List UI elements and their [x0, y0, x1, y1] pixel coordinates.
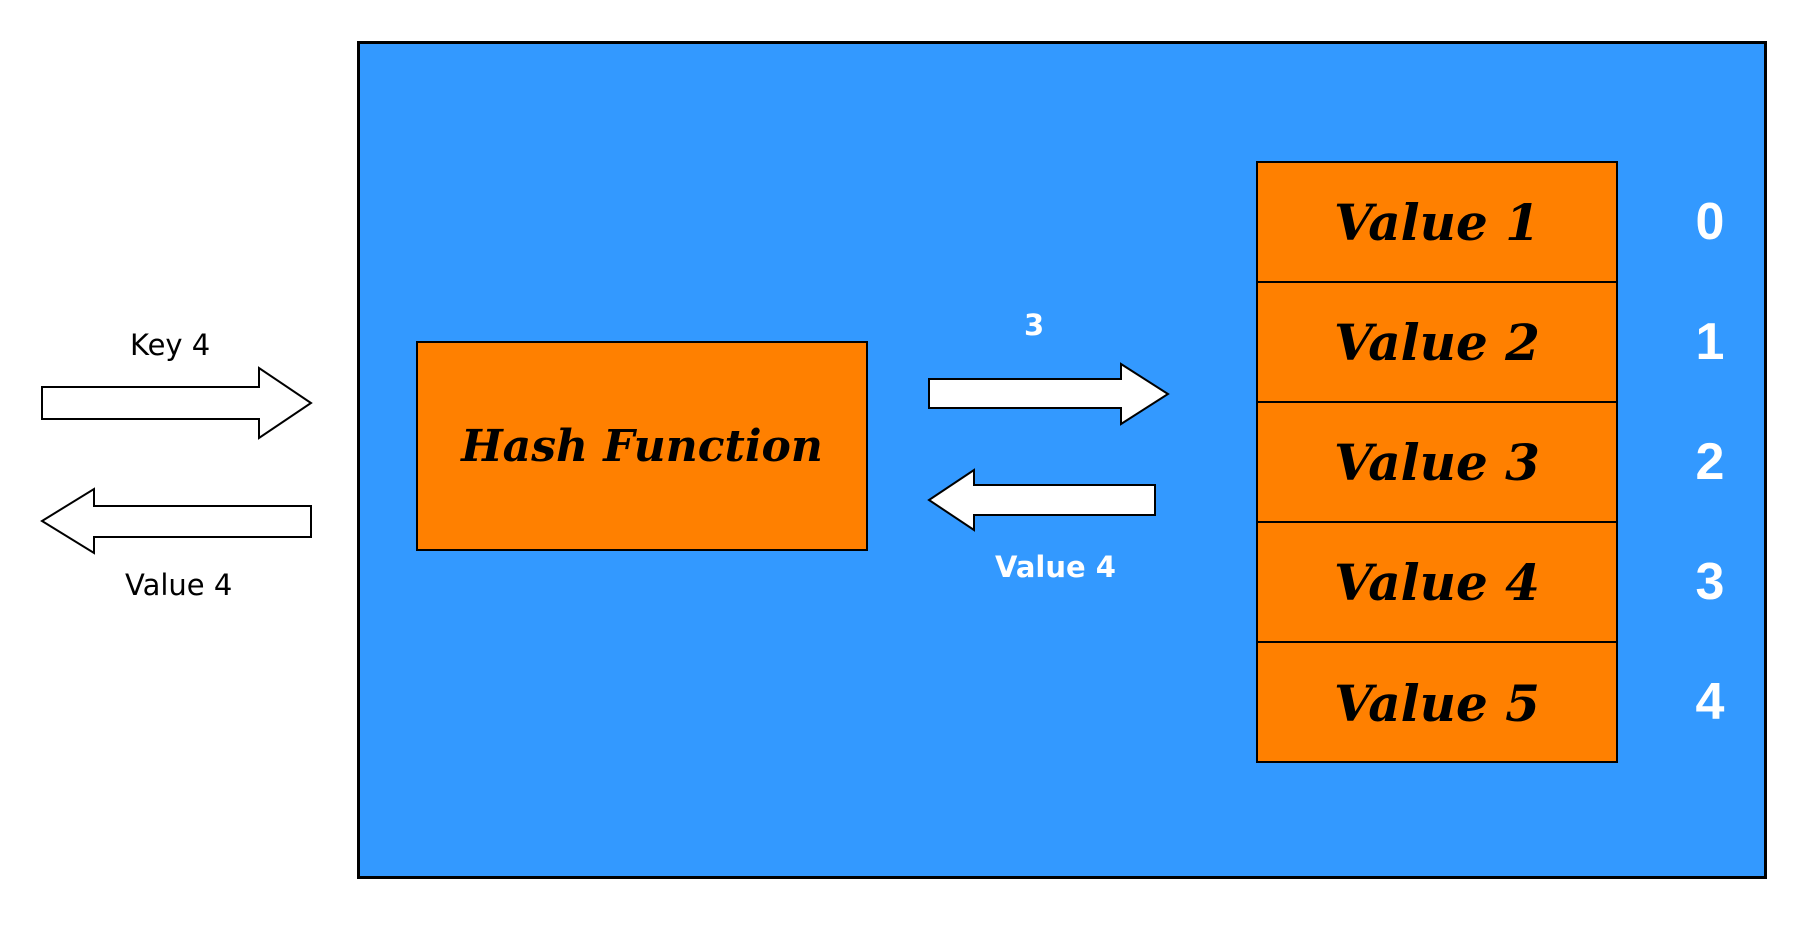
returned-value-label: Value 4 [995, 550, 1116, 584]
bucket-index: 4 [1695, 673, 1725, 731]
key-label: Key 4 [130, 328, 211, 362]
bucket-value: Value 4 [1334, 552, 1540, 612]
bucket-slot: Value 5 [1258, 643, 1616, 763]
returned-value-arrow [927, 468, 1156, 532]
index-arrow [928, 362, 1170, 426]
bucket-index: 2 [1695, 433, 1725, 491]
bucket-value: Value 2 [1334, 312, 1540, 372]
bucket-index: 1 [1695, 313, 1725, 371]
hash-function-label: Hash Function [461, 420, 823, 472]
bucket-index: 3 [1695, 553, 1725, 611]
value-output-arrow [40, 487, 312, 555]
bucket-slot: Value 4 [1258, 523, 1616, 643]
computed-index-label: 3 [1024, 308, 1045, 342]
bucket-value: Value 5 [1334, 673, 1540, 733]
bucket-slot: Value 3 [1258, 403, 1616, 523]
hash-function-box: Hash Function [416, 341, 868, 551]
bucket-value: Value 1 [1334, 192, 1540, 252]
bucket-value: Value 3 [1334, 432, 1540, 492]
bucket-index: 0 [1695, 193, 1725, 251]
output-value-label: Value 4 [125, 568, 233, 602]
key-input-arrow [41, 366, 313, 440]
bucket-slot: Value 1 [1258, 163, 1616, 283]
bucket-slot: Value 2 [1258, 283, 1616, 403]
bucket-array: Value 1 Value 2 Value 3 Value 4 Value 5 [1256, 161, 1618, 763]
